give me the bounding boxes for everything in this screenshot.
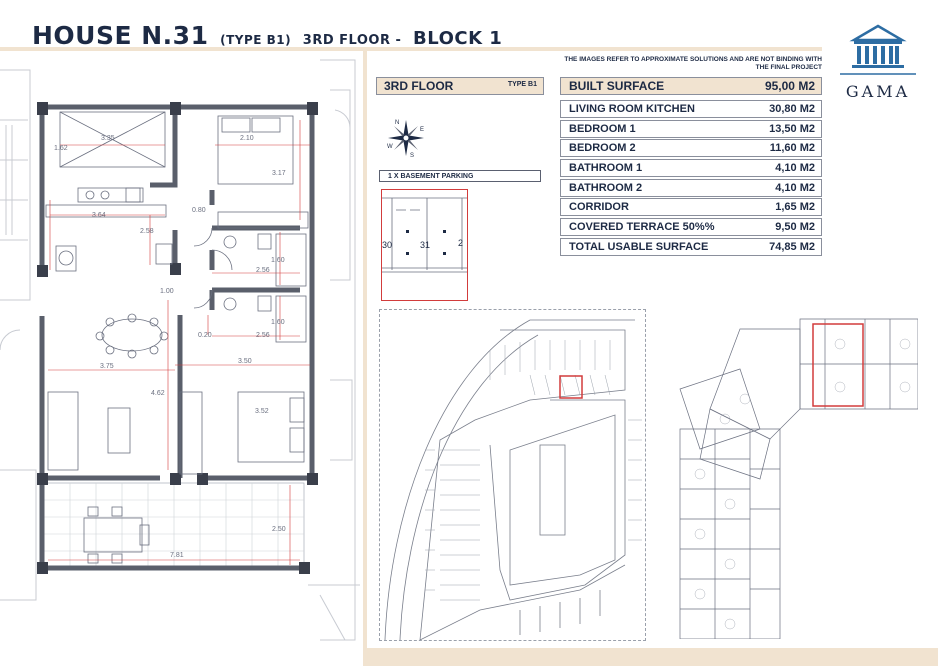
dim-text: 3.64 — [92, 212, 106, 219]
gama-logo: GAMA — [832, 22, 924, 102]
surface-label: CORRIDOR — [569, 201, 629, 214]
dim-text: 2.50 — [272, 526, 286, 533]
compass-e: E — [420, 127, 424, 133]
logo-name: GAMA — [845, 82, 911, 101]
title-house: HOUSE N.31 — [32, 21, 209, 50]
compass-w: W — [387, 144, 393, 150]
dim-text: 3.50 — [238, 358, 252, 365]
neighbour-context — [0, 59, 360, 641]
block-plan-drawing — [679, 318, 919, 640]
frame-bottom-band — [367, 648, 938, 666]
surface-value: 4,10 M2 — [775, 181, 815, 194]
site-plan-block — [650, 309, 919, 640]
dim-text: 3.17 — [272, 170, 286, 177]
surface-label: BATHROOM 2 — [569, 181, 643, 194]
surface-row: BATHROOM 1 4,10 M2 — [560, 159, 822, 178]
floor-type: TYPE B1 — [507, 81, 537, 88]
dim-text: 7.81 — [170, 552, 184, 559]
dim-text: 3.35 — [101, 135, 115, 142]
parking-diagram: 30 31 2 — [382, 197, 467, 273]
site-plan-development — [379, 309, 646, 641]
dim-text: 2.56 — [256, 267, 270, 274]
columns — [37, 102, 318, 574]
parking-label: 1 X BASEMENT PARKING — [379, 170, 541, 182]
furniture — [45, 111, 309, 564]
surface-row: LIVING ROOM KITCHEN 30,80 M2 — [560, 100, 822, 118]
unit-highlight — [812, 323, 864, 407]
surface-label: BEDROOM 2 — [569, 142, 636, 155]
unit-highlight — [559, 375, 583, 399]
disclaimer-text: THE IMAGES REFER TO APPROXIMATE SOLUTION… — [564, 56, 822, 72]
surface-row: BEDROOM 1 13,50 M2 — [560, 119, 822, 138]
surface-label: COVERED TERRACE 50%% — [569, 221, 715, 234]
dim-text: 2.58 — [140, 228, 154, 235]
surface-value: 1,65 M2 — [775, 201, 815, 214]
dim-text: 0.20 — [198, 332, 212, 339]
floor-header: 3RD FLOOR TYPE B1 — [376, 77, 544, 95]
surface-value: 4,10 M2 — [775, 162, 815, 175]
surface-table: BUILT SURFACE 95,00 M2 LIVING ROOM KITCH… — [560, 77, 822, 258]
surface-label: BEDROOM 1 — [569, 122, 636, 135]
surface-row: COVERED TERRACE 50%% 9,50 M2 — [560, 218, 822, 237]
surface-label: LIVING ROOM KITCHEN — [569, 103, 695, 115]
dim-text: 2.56 — [256, 332, 270, 339]
frame-divider — [363, 51, 367, 666]
floor-name: 3RD FLOOR — [384, 79, 454, 93]
parking-number: 31 — [420, 240, 430, 250]
dimension-lines — [48, 120, 310, 565]
dim-text: 3.75 — [100, 363, 114, 370]
surface-value: 30,80 M2 — [769, 103, 815, 115]
dim-text: 1.00 — [160, 288, 174, 295]
surface-row-built: BUILT SURFACE 95,00 M2 — [560, 77, 822, 95]
compass-n: N — [395, 120, 399, 126]
dim-text: 4.62 — [151, 390, 165, 397]
title-type: (TYPE B1) — [220, 33, 292, 47]
surface-row: CORRIDOR 1,65 M2 — [560, 198, 822, 217]
dim-text: 1.60 — [271, 257, 285, 264]
surface-value: 95,00 M2 — [764, 79, 815, 93]
surface-label: TOTAL USABLE SURFACE — [569, 240, 709, 253]
temple-icon — [840, 24, 916, 75]
dim-text: 1.60 — [271, 319, 285, 326]
surface-value: 13,50 M2 — [769, 122, 815, 135]
frame-top-band — [0, 47, 822, 51]
surface-value: 9,50 M2 — [775, 221, 815, 234]
surface-label: BATHROOM 1 — [569, 162, 643, 175]
page-title: HOUSE N.31 (TYPE B1) 3RD FLOOR - BLOCK 1 — [32, 14, 502, 52]
compass-s: S — [410, 153, 414, 158]
dim-text: 1.62 — [54, 145, 68, 152]
parking-number: 2 — [458, 238, 463, 248]
dim-text: 0.80 — [192, 207, 206, 214]
surface-label: BUILT SURFACE — [569, 79, 665, 93]
compass-rose-icon: N W E S — [387, 120, 424, 158]
site-plan-drawing — [384, 319, 642, 641]
floor-plan: 3.35 1.62 2.10 3.17 3.64 2.58 0.80 2.56 … — [0, 59, 360, 641]
surface-value: 74,85 M2 — [769, 240, 815, 253]
surface-row: BEDROOM 2 11,60 M2 — [560, 139, 822, 158]
surface-row: BATHROOM 2 4,10 M2 — [560, 178, 822, 197]
parking-map: 30 31 2 — [381, 189, 468, 301]
surface-value: 11,60 M2 — [769, 142, 815, 155]
dim-text: 2.10 — [240, 135, 254, 142]
title-block: BLOCK 1 — [413, 28, 503, 49]
parking-number: 30 — [382, 240, 392, 250]
surface-row-total: TOTAL USABLE SURFACE 74,85 M2 — [560, 237, 822, 256]
dim-text: 3.52 — [255, 408, 269, 415]
title-floor: 3RD FLOOR - — [302, 33, 402, 48]
